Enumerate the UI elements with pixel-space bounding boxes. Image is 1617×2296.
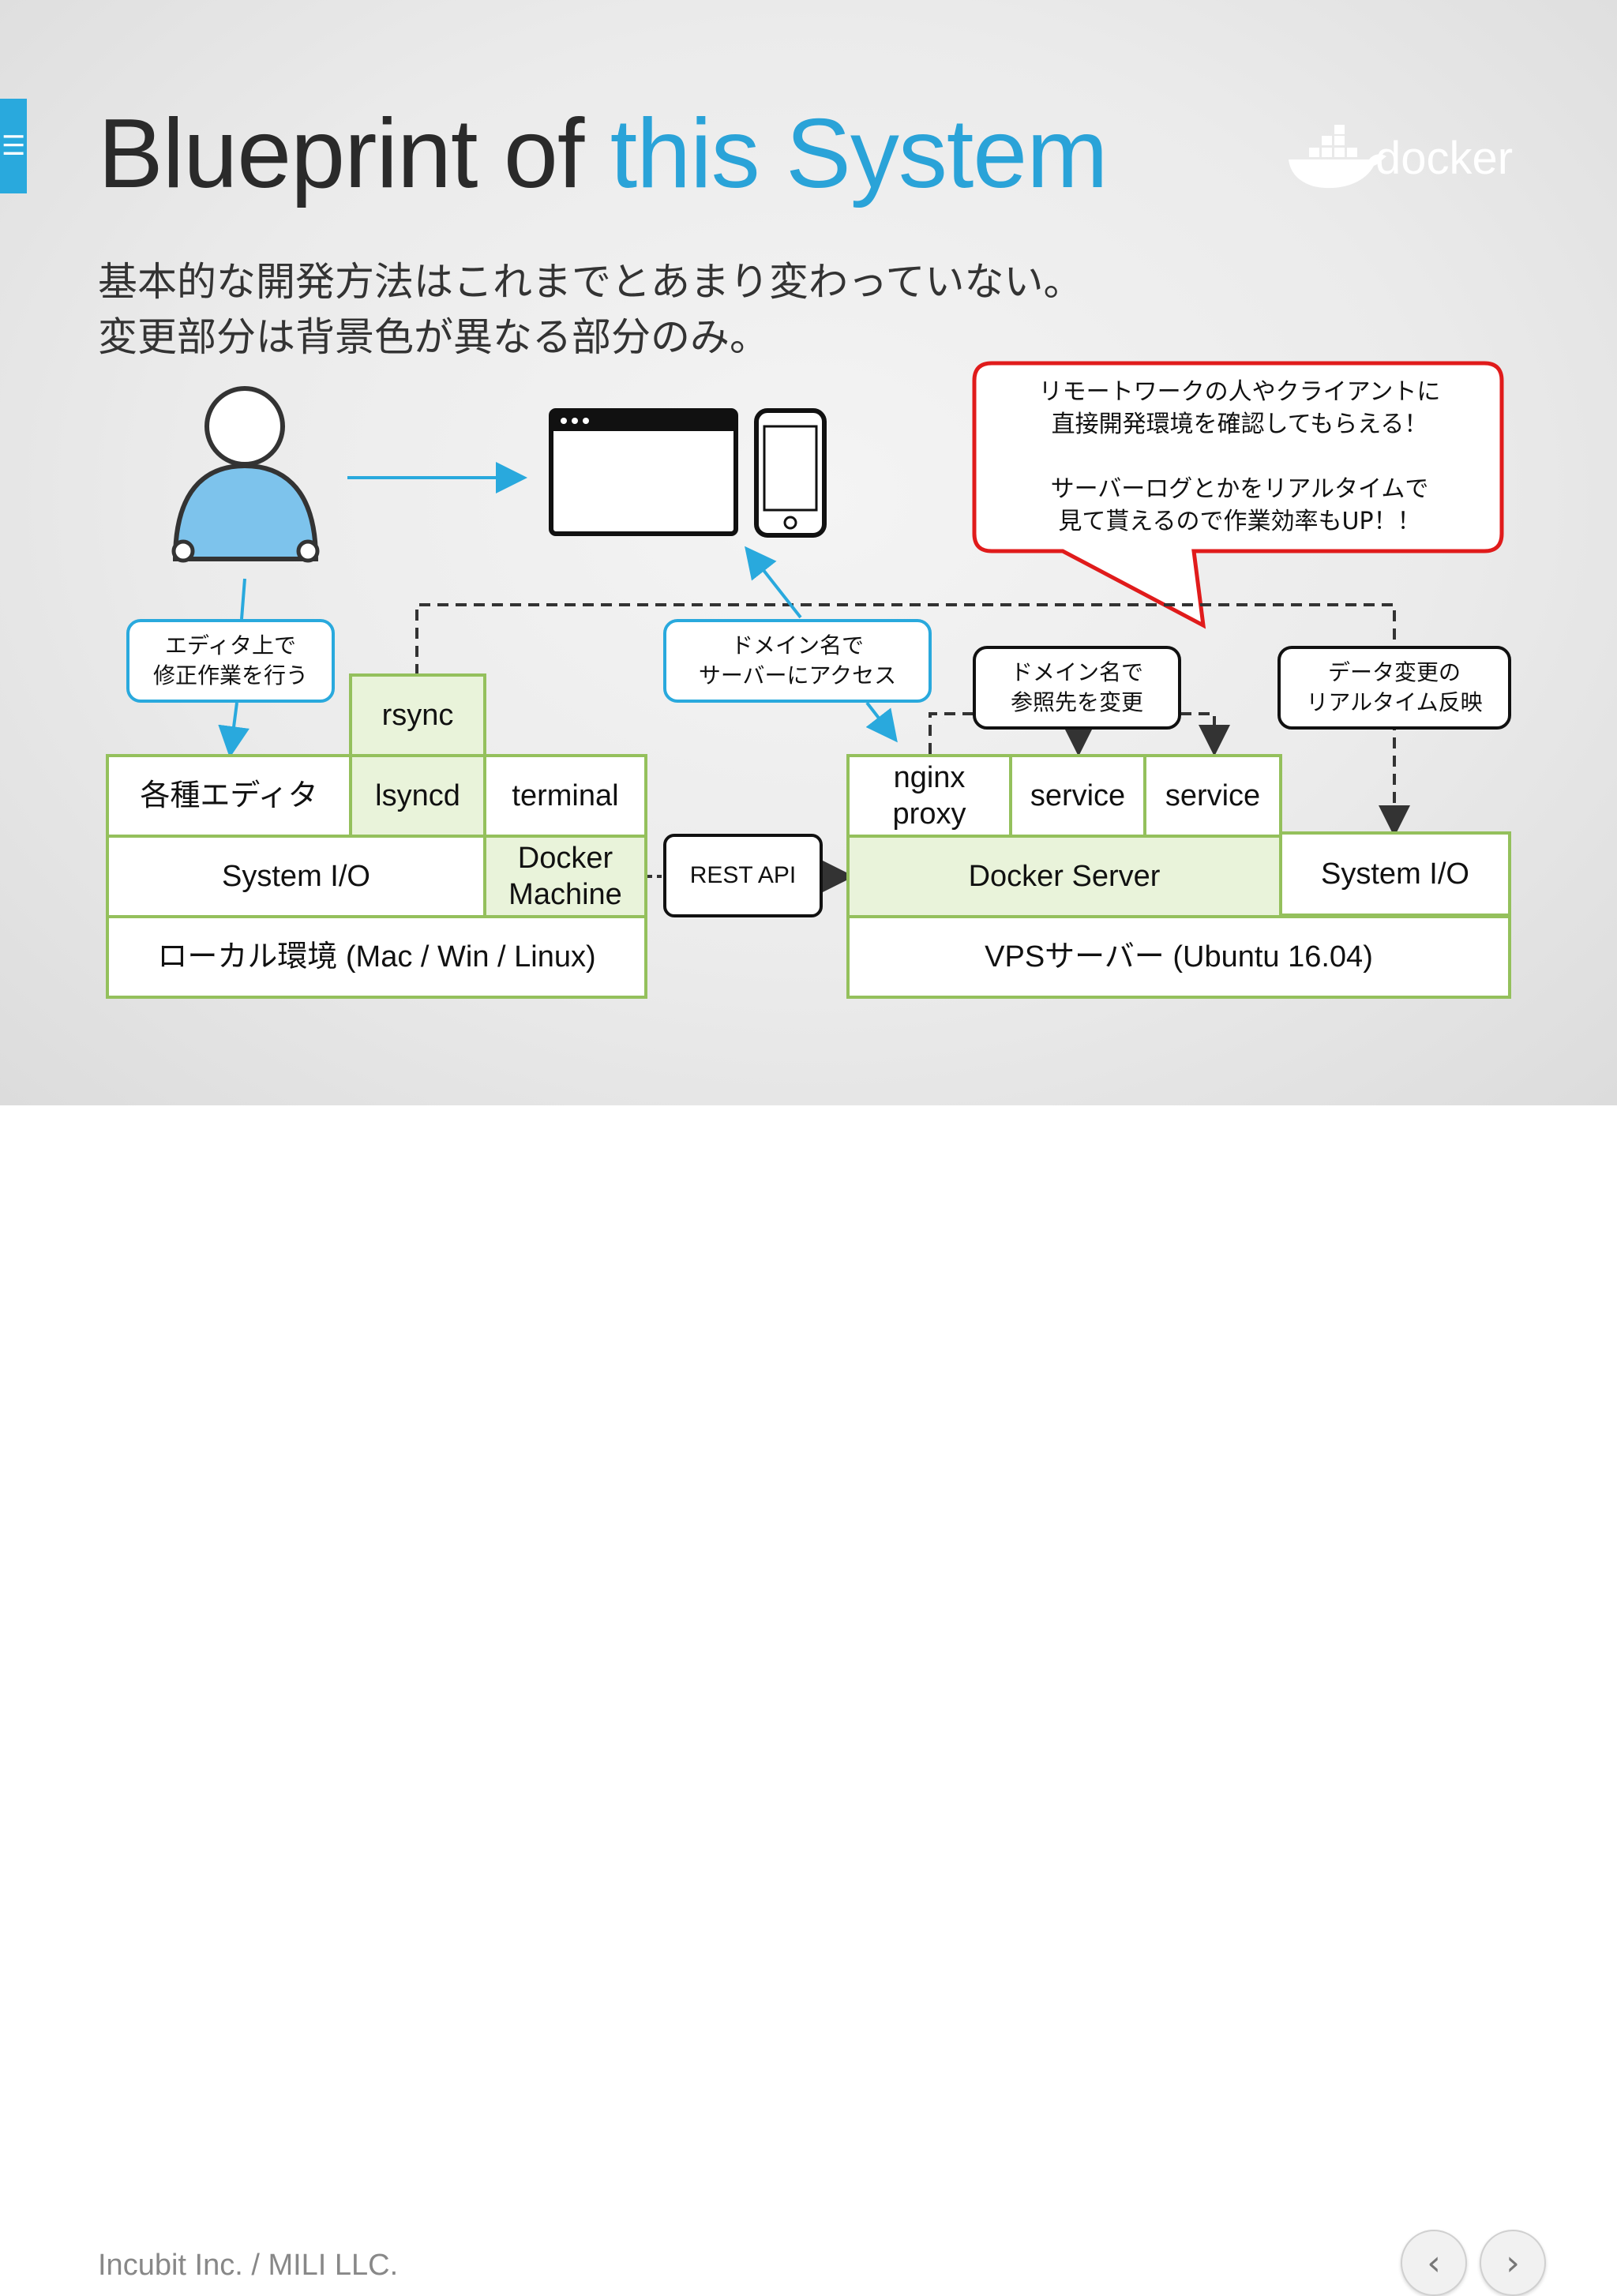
user-icon [171,386,320,563]
bubble-editor-line-2: 修正作業を行う [152,662,308,688]
bubble-domain-access-line-2: サーバーにアクセス [698,662,897,688]
docker-machine-line-2: Machine [508,878,622,911]
callout-line-1: リモートワークの人やクライアントに [1038,378,1441,406]
callout-line-2: 直接開発環境を確認してもらえる！ [1051,411,1428,438]
chevron-right-icon: › [1506,2242,1520,2283]
chevron-left-icon: ‹ [1427,2242,1441,2283]
rest-api-box: REST API [663,834,823,917]
bubble-editor-line-1: エディタ上で [164,632,297,658]
rsync-box: rsync [349,673,486,757]
bubble-domain-ref: ドメイン名で参照先を変更 [973,646,1181,730]
server-system-io-box: System I/O [1279,831,1511,917]
diagram-graphics [171,361,1504,892]
subtitle-line-2: 変更部分は背景色が異なる部分のみ。 [98,314,769,360]
docker-machine-line-1: Docker [517,842,613,875]
browser-window-icon [549,408,738,536]
slide: ☰ Blueprint of this System docker 基本的な開発… [0,0,1617,1105]
service-box-b: service [1143,754,1282,838]
subtitle: 基本的な開発方法はこれまでとあまり変わっていない。 変更部分は背景色が異なる部分… [98,254,1083,365]
callout-line-3: サーバーログとかをリアルタイムで [1050,475,1429,503]
bubble-domain-ref-line-2: 参照先を変更 [1010,689,1143,715]
nginx-line-1: nginx [893,761,966,794]
bubble-data-change: データ変更のリアルタイム反映 [1277,646,1511,730]
footer: Incubit Inc. / MILI LLC. ‹ › [0,1105,1617,2296]
editors-box: 各種エディタ [106,754,352,838]
title-accent: this System [610,99,1109,208]
prev-slide-button[interactable]: ‹ [1401,2230,1467,2296]
bubble-domain-access-line-1: ドメイン名で [730,632,864,658]
callout-line-4: 見て貰えるので作業効率もUP！！ [1058,508,1421,535]
footer-credit: Incubit Inc. / MILI LLC. [98,2249,399,2282]
bubble-data-change-line-2: リアルタイム反映 [1306,689,1483,715]
bubble-data-change-line-1: データ変更の [1327,659,1461,685]
bubble-domain-access: ドメイン名でサーバーにアクセス [663,619,932,703]
nginx-line-2: proxy [892,797,966,831]
lsyncd-box: lsyncd [349,754,486,838]
bubble-domain-ref-line-1: ドメイン名で [1010,659,1143,685]
bubble-editor: エディタ上で修正作業を行う [126,619,335,703]
next-slide-button[interactable]: › [1480,2230,1546,2296]
local-env-box: ローカル環境 (Mac / Win / Linux) [106,915,647,999]
docker-server-box: Docker Server [846,835,1282,918]
terminal-box: terminal [483,754,647,838]
local-system-io-box: System I/O [106,835,486,918]
callout-bubble [972,361,1504,629]
docker-logo-text: docker [1375,133,1513,184]
subtitle-line-1: 基本的な開発方法はこれまでとあまり変わっていない。 [98,259,1083,305]
title-main: Blueprint of [98,99,610,208]
server-env-box: VPSサーバー (Ubuntu 16.04) [846,915,1511,999]
smartphone-icon [754,408,827,538]
callout-text: リモートワークの人やクライアントに 直接開発環境を確認してもらえる！ サーバーロ… [987,376,1492,538]
page-title: Blueprint of this System [98,95,1109,213]
service-box-a: service [1009,754,1146,838]
docker-logo: docker [1289,125,1513,189]
menu-icon[interactable]: ☰ [0,99,27,193]
